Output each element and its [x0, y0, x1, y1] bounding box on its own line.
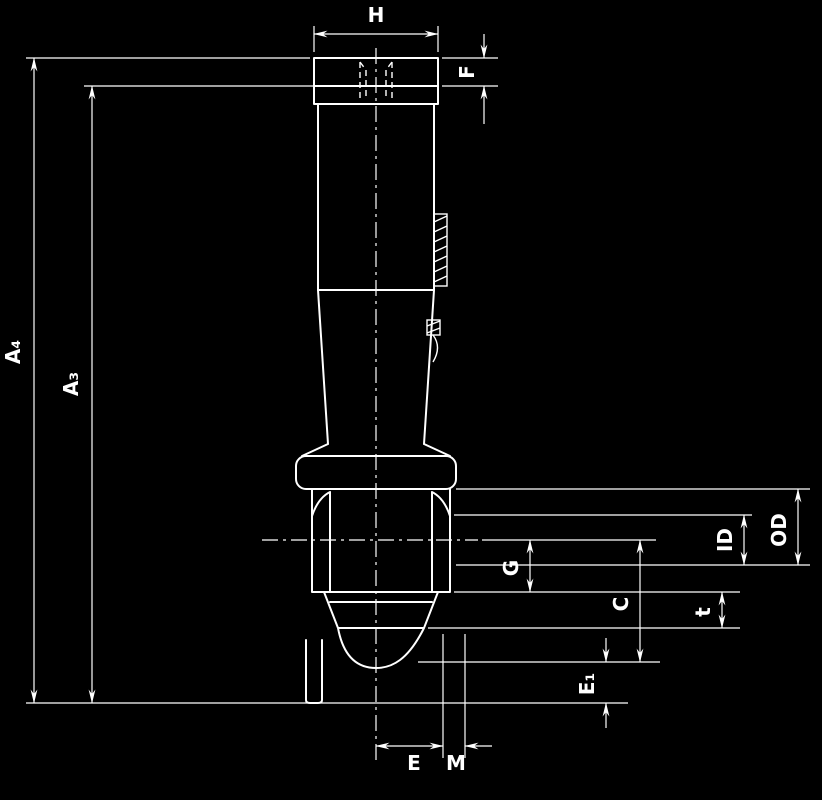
- dim-label-a4: A₄: [1, 340, 25, 364]
- knob-thread-hidden: [359, 61, 393, 100]
- dim-G: G: [499, 539, 534, 593]
- extension-lines-right: [418, 488, 810, 663]
- dim-label-h: H: [368, 3, 385, 27]
- dim-label-f: F: [455, 65, 479, 79]
- knurl-band: [433, 213, 448, 287]
- dim-C: C: [609, 539, 644, 663]
- dim-label-id: ID: [713, 528, 737, 552]
- dim-A4: A₄: [1, 57, 310, 704]
- dim-label-t: t: [691, 607, 715, 617]
- dim-label-a3: A₃: [59, 372, 83, 396]
- dim-E: E: [375, 634, 466, 775]
- part-flange: [295, 455, 457, 490]
- part-taper: [301, 289, 451, 457]
- dim-label-e1: E₁: [575, 673, 599, 695]
- dim-F: F: [442, 34, 498, 124]
- dim-label-c: C: [609, 597, 633, 612]
- dim-label-g: G: [499, 560, 523, 576]
- part-pin: [305, 639, 323, 704]
- dim-label-m: M: [446, 751, 466, 775]
- dim-OD: OD: [767, 488, 802, 566]
- dim-label-od: OD: [767, 513, 791, 547]
- dim-A3: A₃: [59, 85, 314, 704]
- dim-t: t: [691, 591, 726, 629]
- dim-H: H: [313, 3, 439, 52]
- dim-ID: ID: [713, 514, 748, 566]
- dim-E1: E₁: [575, 638, 610, 728]
- side-clip: [426, 319, 441, 363]
- dim-label-e: E: [407, 751, 421, 775]
- dim-M: M: [446, 742, 492, 775]
- part-knob: [313, 57, 439, 105]
- part-neck-nose: [323, 591, 439, 669]
- part-hex-body: [311, 488, 451, 593]
